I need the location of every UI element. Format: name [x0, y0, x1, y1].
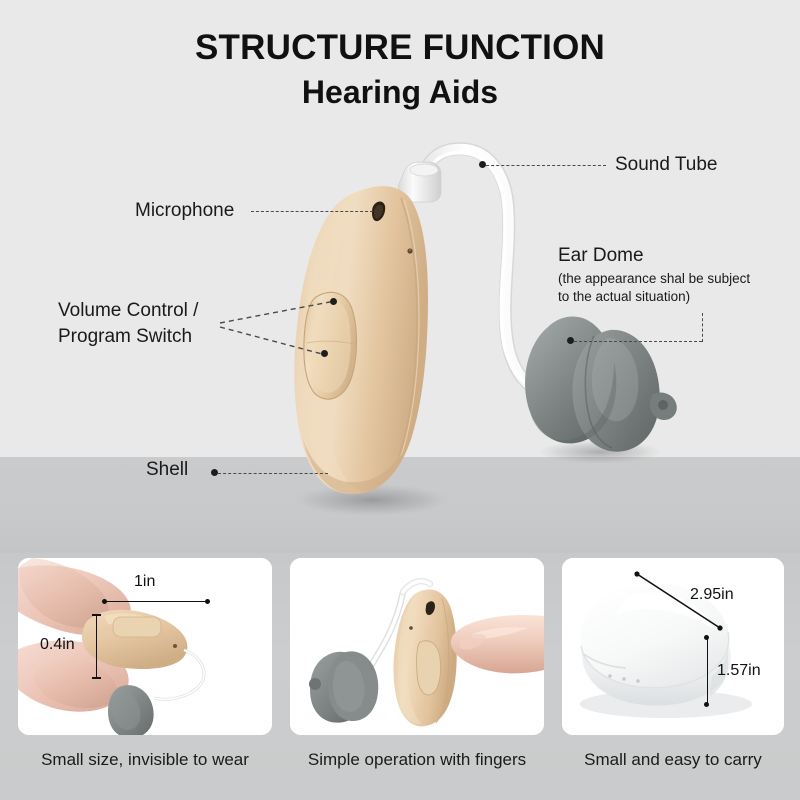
callout-label-volume-control-line1: Volume Control / [58, 300, 199, 321]
callout-sublabel-ear-dome-line1: (the appearance shal be subject [558, 271, 751, 286]
panel-caption-small-size: Small size, invisible to wear [41, 750, 249, 769]
panel-easy-carry: 2.95in 1.57in [562, 558, 784, 735]
panel-easy-carry-photo [562, 558, 784, 735]
dimension-1in-endpoint-right [205, 599, 210, 604]
ear-dome-leader-line [574, 341, 702, 342]
callout-sublabel-ear-dome-line2: to the actual situation) [558, 289, 691, 304]
callout-label-volume-control-line2: Program Switch [58, 326, 193, 347]
dimension-line-1in [105, 601, 207, 602]
panel-small-size-photo [18, 558, 272, 735]
panel-caption-simple-operation: Simple operation with fingers [307, 750, 527, 769]
dimension-line-295in [634, 571, 723, 631]
ear-dome-anchor-dot [567, 337, 574, 344]
dimension-157in-endpoint-bottom [704, 702, 709, 707]
panel-simple-operation-photo [290, 558, 544, 735]
volume-control-anchor-dot-lower [321, 350, 328, 357]
panel-caption-easy-carry: Small and easy to carry [584, 750, 762, 769]
volume-control-leader-lines [219, 301, 331, 355]
sound-tube-leader-line [486, 165, 606, 166]
volume-control-anchor-dot-upper [330, 298, 337, 305]
dimension-157in-endpoint-top [704, 635, 709, 640]
hearing-aid-diagram [294, 142, 677, 516]
dimension-label-04in: 0.4in [40, 636, 75, 653]
callout-label-microphone: Microphone [135, 200, 235, 221]
page-title-primary: STRUCTURE FUNCTION [195, 28, 605, 67]
sound-tube-anchor-dot [479, 161, 486, 168]
callout-label-sound-tube: Sound Tube [615, 154, 718, 175]
page-title-secondary: Hearing Aids [301, 74, 499, 110]
dimension-label-295in: 2.95in [690, 586, 734, 603]
panel-simple-operation [290, 558, 544, 735]
shell-leader-line [218, 473, 328, 474]
dimension-04in-cap-top [92, 614, 101, 616]
ear-dome-leader-elbow [702, 313, 703, 342]
microphone-leader-line [251, 211, 373, 212]
panel-small-size: 1in 0.4in [18, 558, 272, 735]
hearing-aid-illustration [294, 142, 677, 516]
dimension-label-1in: 1in [134, 573, 156, 590]
callout-label-ear-dome: Ear Dome [558, 245, 644, 266]
dimension-label-157in: 1.57in [717, 662, 761, 679]
callout-label-shell: Shell [146, 459, 189, 480]
dimension-04in-cap-bottom [92, 677, 101, 679]
shell-anchor-dot [211, 469, 218, 476]
dimension-1in-endpoint-left [102, 599, 107, 604]
dimension-line-157in [707, 637, 708, 705]
dimension-line-04in [96, 615, 97, 678]
